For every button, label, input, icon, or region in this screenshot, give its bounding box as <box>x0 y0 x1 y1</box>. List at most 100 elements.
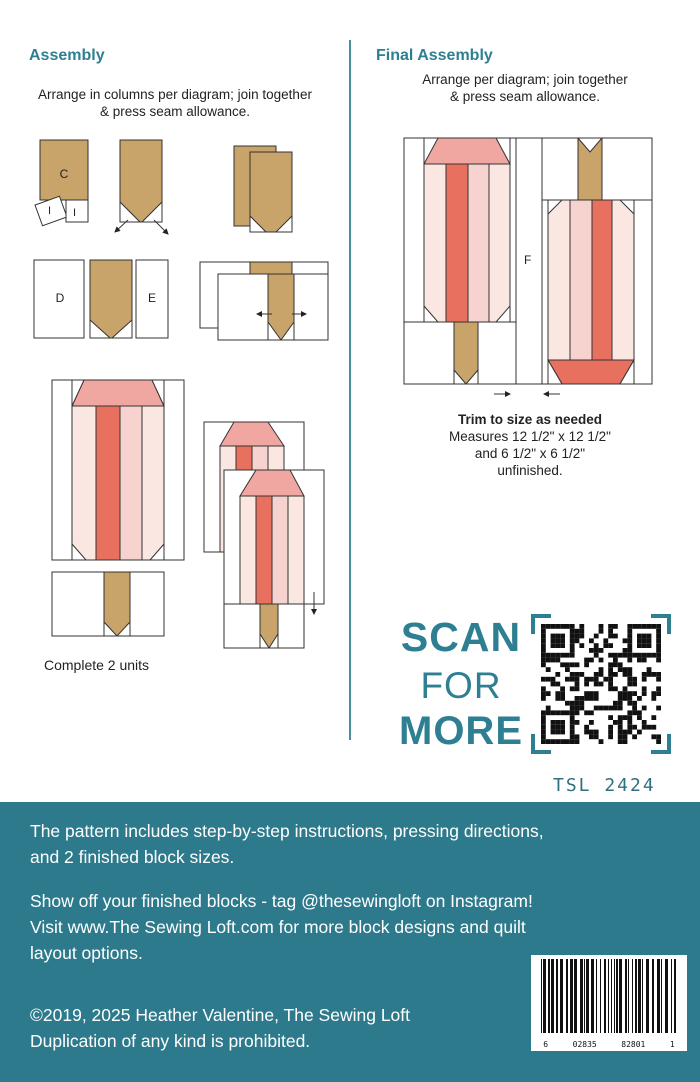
qr-module <box>593 696 599 701</box>
qr-module <box>569 643 575 648</box>
qr-module <box>555 672 561 677</box>
qr-module <box>613 700 618 706</box>
qr-module <box>541 628 546 634</box>
qr-module <box>641 672 647 677</box>
qr-module <box>637 638 642 644</box>
qr-module <box>569 705 575 711</box>
qr-module <box>656 691 661 696</box>
qr-module <box>627 624 633 629</box>
qr-module <box>656 734 661 740</box>
qr-module <box>589 648 594 653</box>
qr-module <box>627 628 633 634</box>
qr-module <box>641 638 647 644</box>
qr-module <box>550 643 556 648</box>
qr-module <box>641 705 647 711</box>
qr-module <box>593 676 599 682</box>
qr-module <box>656 624 661 629</box>
qr-module <box>579 705 585 711</box>
qr-module <box>622 648 628 653</box>
qr-module <box>593 681 599 687</box>
qr-module <box>569 662 575 668</box>
qr-module <box>555 624 561 629</box>
qr-module <box>613 705 618 711</box>
qr-module <box>637 657 642 663</box>
qr-module <box>574 681 580 687</box>
qr-module <box>622 696 628 701</box>
qr-module <box>603 676 609 682</box>
qr-module <box>656 657 661 663</box>
qr-module <box>574 710 580 716</box>
qr-module <box>584 691 589 696</box>
qr-module <box>560 710 565 716</box>
barcode-bar <box>665 959 668 1033</box>
barcode-bar <box>674 959 676 1033</box>
qr-module <box>608 681 613 687</box>
qr-module <box>555 724 561 730</box>
footer-paragraph-social: Show off your finished blocks - tag @the… <box>30 888 533 966</box>
qr-module <box>569 710 575 716</box>
final-assembly-diagram: F <box>403 137 653 397</box>
qr-module <box>627 672 633 677</box>
qr-module <box>613 633 618 639</box>
qr-module <box>541 724 546 730</box>
qr-module <box>641 686 647 692</box>
qr-module <box>637 715 642 720</box>
barcode-bar <box>608 959 609 1033</box>
qr-module <box>541 662 546 668</box>
qr-module <box>574 705 580 711</box>
step1b-pointed-strip <box>114 139 169 235</box>
qr-module <box>627 720 633 725</box>
barcode-bar <box>548 959 550 1033</box>
qr-module <box>560 686 565 692</box>
qr-module <box>613 672 618 677</box>
barcode-bar <box>566 959 568 1033</box>
qr-module <box>555 681 561 687</box>
qr-module <box>589 676 594 682</box>
qr-module <box>608 686 613 692</box>
qr-module <box>608 715 613 720</box>
barcode-bars-icon <box>541 959 676 1033</box>
barcode-bar <box>616 959 618 1033</box>
trim-instructions: Trim to size as needed Measures 12 1/2" … <box>385 411 675 479</box>
assembly-heading: Assembly <box>29 47 105 64</box>
qr-module <box>589 710 594 716</box>
qr-module <box>646 638 652 644</box>
qr-module <box>560 624 565 629</box>
qr-module <box>617 739 623 744</box>
barcode-bar <box>642 959 643 1033</box>
assembly-note-line: & press seam allowance. <box>99 104 251 119</box>
qr-module <box>584 681 589 687</box>
qr-module <box>637 633 642 639</box>
measure-line: Measures 12 1/2" x 12 1/2" <box>449 429 611 444</box>
qr-module <box>569 686 575 692</box>
barcode-bar <box>628 959 629 1033</box>
qr-module <box>656 648 661 653</box>
qr-module <box>613 662 618 668</box>
barcode-bar <box>556 959 558 1033</box>
qr-module <box>637 652 642 658</box>
qr-module <box>637 643 642 648</box>
qr-module <box>627 643 633 648</box>
qr-module <box>613 652 618 658</box>
qr-module <box>641 691 647 696</box>
qr-module <box>560 638 565 644</box>
qr-module <box>569 729 575 735</box>
qr-module <box>550 729 556 735</box>
qr-code[interactable] <box>531 614 671 754</box>
label-i1: I <box>48 205 51 217</box>
qr-module <box>550 739 556 744</box>
qr-module <box>569 638 575 644</box>
qr-module <box>569 739 575 744</box>
barcode-bar <box>632 959 633 1033</box>
qr-module <box>598 672 604 677</box>
qr-module <box>593 734 599 740</box>
qr-module <box>651 715 657 720</box>
qr-module <box>632 676 637 682</box>
qr-module <box>627 700 633 706</box>
barcode-bar <box>596 959 597 1033</box>
qr-module <box>569 734 575 740</box>
qr-module <box>641 652 647 658</box>
barcode-bar <box>604 959 606 1033</box>
qr-module <box>589 657 594 663</box>
measure-line: and 6 1/2" x 6 1/2" <box>474 446 586 461</box>
